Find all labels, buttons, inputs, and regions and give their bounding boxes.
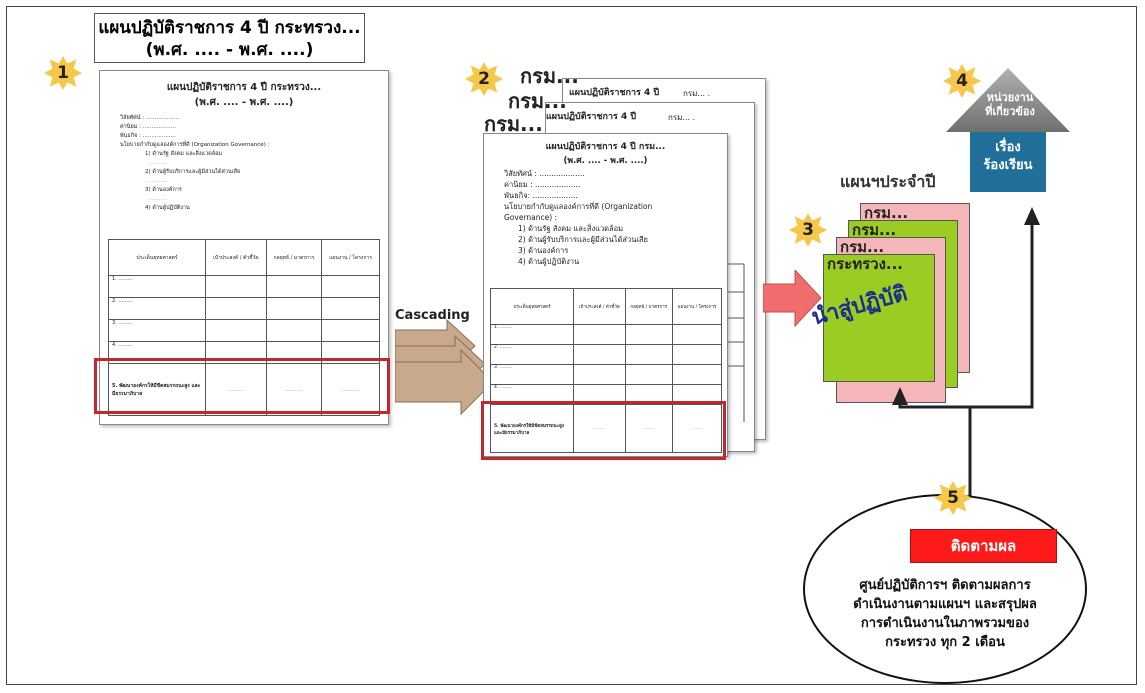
house-roof-label-line1: หน่วยงาน [986, 91, 1034, 104]
house-roof-label: หน่วยงาน ที่เกี่ยวข้อง [980, 91, 1040, 119]
doc2-mission: พันธกิจ: ................... [504, 191, 578, 200]
house-body-line2: ร้องเรียน [983, 158, 1033, 173]
doc1-values: ค่านิยม : ................... [120, 124, 176, 130]
dept-page-back-3-title: แผนปฏิบัติราชการ 4 ปี [569, 88, 660, 98]
doc2-header-goal: เป้าประสงค์ / ตัวชี้วัด [573, 288, 626, 325]
annual-plan-label: แผนฯประจำปี [840, 172, 936, 191]
ministry-annual-card-title: กระทรวง... [827, 255, 903, 273]
doc1-item-3: 3) ด้านองค์การ [145, 187, 182, 193]
doc1-dots-2: ........... [148, 178, 168, 184]
doc1-policy: นโยบายกำกับดูแลองค์การที่ดี (Organizatio… [120, 142, 270, 148]
monitoring-line-1: ศูนย์ปฏิบัติการฯ ติดตามผลการ [859, 578, 1031, 593]
doc1-item-4: 4) ด้านผู้ปฏิบัติงาน [145, 205, 190, 211]
doc2-row5-project: ........ [671, 404, 723, 453]
doc1-item-2: 2) ด้านผู้รับบริการและผู้มีส่วนได้ส่วนเส… [145, 169, 241, 175]
doc1-dots-1: ........... [148, 160, 168, 166]
red-arrow-to-plan [763, 270, 822, 328]
main-title-line1: แผนปฏิบัติราชการ 4 ปี กระทรวง... [98, 18, 361, 38]
complaint-house-shape [946, 68, 1070, 192]
doc1-row-1: 1. ......... [108, 275, 206, 298]
dept-page-back-2-title: แผนปฏิบัติราชการ 4 ปี [546, 112, 637, 122]
dept-page-back-3-small: กรม... . [683, 89, 711, 98]
doc2-title-line1: แผนปฏิบัติราชการ 4 ปี กรม... [545, 142, 666, 152]
annual-card-back-3-title: กรม... [840, 238, 885, 256]
house-roof-label-line2: ที่เกี่ยวข้อง [985, 105, 1035, 118]
monitor-result-label: ติดตามผล [910, 529, 1057, 563]
dept-page-back-2-small: กรม... . [668, 113, 696, 122]
stack-row-lines [728, 263, 745, 422]
doc2-strategy-table: ประเด็นยุทธศาสตร์ เป้าประสงค์ / ตัวชี้วั… [490, 288, 723, 453]
doc1-item-1: 1) ด้านรัฐ สังคม และสิ่งแวดล้อม [145, 151, 223, 157]
doc2-row5-strategy: ........ [624, 404, 673, 453]
dept-label-top: กรม... [520, 64, 579, 88]
dept-plan-document: แผนปฏิบัติราชการ 4 ปี กรม... (พ.ศ. .... … [483, 133, 728, 457]
doc1-mission: พันธกิจ : ................... [120, 133, 176, 139]
step-3-number: 3 [802, 220, 814, 240]
monitoring-center-oval [803, 494, 1087, 684]
doc1-title-line1: แผนปฏิบัติราชการ 4 ปี กระทรวง... [166, 82, 322, 93]
dept-label-bottom: กรม... [484, 112, 543, 136]
doc1-row-5: 5. พัฒนาองค์กรให้มีขีดสมรรถนะสูง และมีธร… [108, 363, 206, 416]
doc1-row5-highlight [94, 358, 390, 414]
doc2-policy-line1: นโยบายกำกับดูแลองค์การที่ดี (Organizatio… [504, 202, 653, 211]
doc2-item-4: 4) ด้านผู้ปฏิบัติงาน [518, 257, 580, 266]
step-2-number: 2 [478, 69, 490, 89]
doc2-item-2: 2) ด้านผู้รับบริการและผู้มีส่วนได้ส่วนเส… [518, 235, 648, 244]
cascade-arrow-3 [395, 348, 494, 416]
doc1-row5-strategy: ........... [265, 363, 323, 416]
doc1-header-project: แผนงาน / โครงการ [321, 239, 380, 276]
arrowhead-annual-plan [892, 387, 908, 405]
house-body-line1: เรื่อง [995, 140, 1021, 155]
doc2-item-1: 1) ด้านรัฐ สังคม และสิ่งแวดล้อม [518, 224, 624, 233]
house-body [970, 132, 1046, 192]
step-5-number: 5 [947, 488, 959, 508]
doc2-row5-highlight [481, 401, 726, 460]
annual-card-back-2-title: กรม... [852, 221, 897, 239]
doc2-vision: วิสัยทัศน์ : ................... [504, 169, 585, 178]
doc1-header-strategy: กลยุทธ์ / มาตรการ [265, 239, 323, 276]
doc1-header-goal: เป้าประสงค์ / ตัวชี้วัด [205, 239, 267, 276]
doc1-row-2: 2. ......... [108, 297, 206, 320]
main-title-line2: (พ.ศ. .... - พ.ศ. ....) [145, 40, 314, 60]
doc1-row-3: 3. ......... [108, 319, 206, 342]
doc1-row5-goal: ........... [205, 363, 267, 416]
annual-card-back-1-title: กรม... [864, 204, 909, 222]
cascading-label: Cascading [395, 308, 470, 323]
dept-label-middle: กรม... [508, 89, 567, 113]
arrowhead-house [1024, 207, 1040, 225]
doc2-policy-line2: Governance) : [504, 213, 558, 222]
doc2-header-project: แผนงาน / โครงการ [671, 288, 723, 325]
step-4-number: 4 [956, 71, 968, 91]
doc1-header-issue: ประเด็นยุทธศาสตร์ [108, 239, 206, 276]
monitoring-line-2: ดำเนินงานตามแผนฯ และสรุปผล [853, 597, 1037, 612]
doc2-row-3: 3. ......... [490, 364, 574, 385]
main-title-box: แผนปฏิบัติราชการ 4 ปี กระทรวง... (พ.ศ. .… [94, 13, 365, 63]
doc2-header-issue: ประเด็นยุทธศาสตร์ [490, 288, 574, 325]
monitoring-line-4: กระทรวง ทุก 2 เดือน [885, 635, 1005, 650]
doc2-row-2: 2. ......... [490, 344, 574, 365]
doc1-vision: วิสัยทัศน์ : ................... [120, 115, 180, 121]
connector-to-house [970, 223, 1034, 409]
step-1-number: 1 [57, 63, 69, 83]
feedback-connectors [892, 207, 1040, 525]
doc2-header-strategy: กลยุทธ์ / มาตรการ [624, 288, 673, 325]
doc1-dots-3: ........... [148, 196, 168, 202]
monitoring-description: ศูนย์ปฏิบัติการฯ ติดตามผลการ ดำเนินงานตา… [816, 576, 1074, 652]
ministry-annual-card: กระทรวง... [823, 254, 935, 382]
house-body-label: เรื่อง ร้องเรียน [970, 139, 1046, 175]
doc1-title-line2: (พ.ศ. .... - พ.ศ. ....) [194, 97, 294, 108]
doc1-row5-project: ........... [321, 363, 380, 416]
doc2-values: ค่านิยม : ................... [504, 180, 581, 189]
red-arrow-shape [763, 270, 822, 328]
doc2-item-3: 3) ด้านองค์การ [518, 246, 569, 255]
doc2-row-1: 1. ......... [490, 324, 574, 345]
monitoring-line-3: การดำเนินงานในภาพรวมของ [860, 616, 1030, 631]
cascading-arrow-group [395, 318, 494, 416]
doc2-title-line2: (พ.ศ. .... - พ.ศ. ....) [563, 156, 648, 166]
house-roof [946, 68, 1070, 132]
doc2-row-5: 5. พัฒนาองค์กรให้มีขีดสมรรถนะสูง และมีธร… [490, 404, 574, 453]
